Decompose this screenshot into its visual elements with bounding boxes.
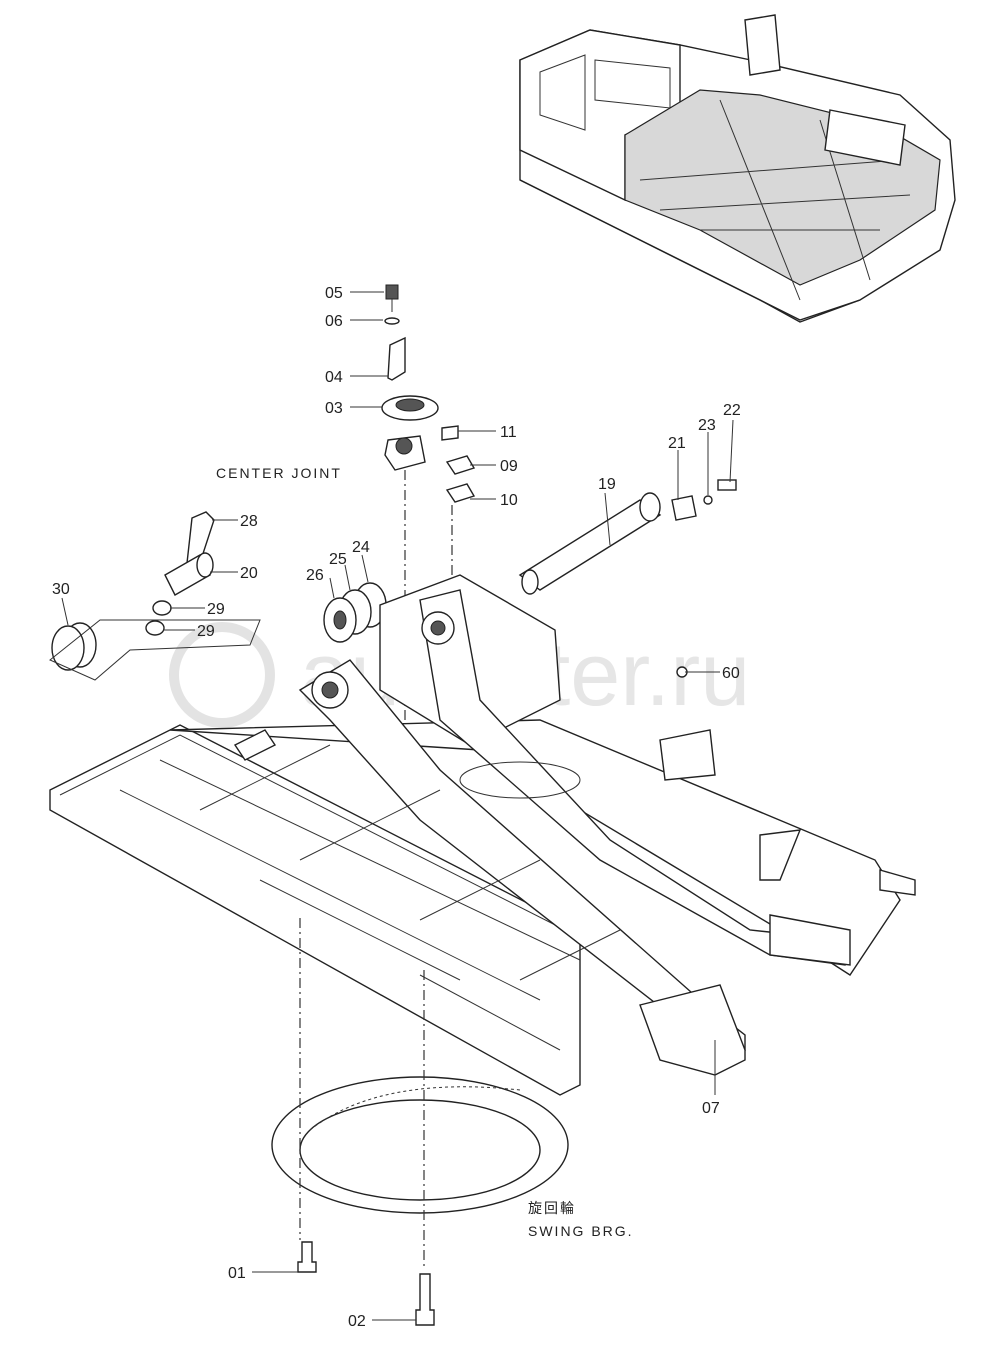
callout-23: 23 bbox=[698, 417, 716, 434]
caption-swing-brg-jp: 旋回輪 bbox=[528, 1200, 576, 1216]
callout-04: 04 bbox=[325, 369, 343, 386]
callout-03: 03 bbox=[325, 400, 343, 417]
callout-25: 25 bbox=[329, 551, 347, 568]
callout-01: 01 bbox=[228, 1265, 246, 1282]
callout-05: 05 bbox=[325, 285, 343, 302]
callout-09: 09 bbox=[500, 458, 518, 475]
swing-bearing bbox=[271, 918, 569, 1270]
callout-30: 30 bbox=[52, 581, 70, 598]
callout-21: 21 bbox=[668, 435, 686, 452]
callout-29a: 29 bbox=[207, 601, 225, 618]
leader-lines bbox=[61, 291, 734, 1321]
bolts-bottom bbox=[297, 1241, 435, 1326]
callout-22: 22 bbox=[723, 402, 741, 419]
callout-20: 20 bbox=[240, 565, 258, 582]
lock-plate-group bbox=[671, 479, 737, 521]
washers-group bbox=[323, 582, 387, 643]
callout-07: 07 bbox=[702, 1100, 720, 1117]
shims-30 bbox=[49, 619, 261, 681]
machine-overview-inset bbox=[519, 14, 956, 323]
callout-29b: 29 bbox=[197, 623, 215, 640]
caption-center-joint: CENTER JOINT bbox=[216, 465, 342, 481]
callout-19: 19 bbox=[598, 476, 616, 493]
pin-19 bbox=[518, 492, 662, 595]
upper-frame-07 bbox=[49, 574, 916, 1096]
callout-28: 28 bbox=[240, 513, 258, 530]
callout-24: 24 bbox=[352, 539, 370, 556]
callout-60: 60 bbox=[722, 665, 740, 682]
pin-group-left bbox=[145, 511, 215, 636]
callout-10: 10 bbox=[500, 492, 518, 509]
callout-26: 26 bbox=[306, 567, 324, 584]
callout-02: 02 bbox=[348, 1313, 366, 1330]
callout-06: 06 bbox=[325, 313, 343, 330]
caption-swing-brg: SWING BRG. bbox=[528, 1223, 634, 1239]
callout-11: 11 bbox=[500, 424, 517, 441]
